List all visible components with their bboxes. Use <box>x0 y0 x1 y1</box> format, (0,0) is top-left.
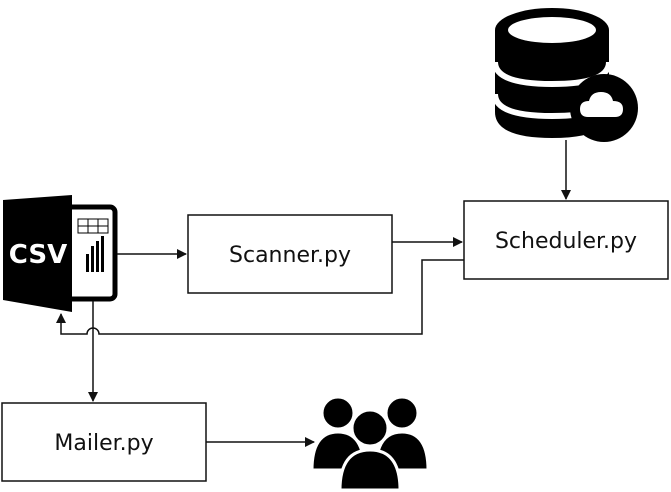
mailer-label: Mailer.py <box>54 431 153 456</box>
bar-chart-icon <box>86 236 104 272</box>
spreadsheet-icon <box>77 218 109 234</box>
scheduler-node[interactable]: Scheduler.py <box>463 200 669 280</box>
mailer-node[interactable]: Mailer.py <box>1 402 207 482</box>
csv-label: CSV <box>9 240 67 270</box>
scanner-node[interactable]: Scanner.py <box>187 214 393 294</box>
csv-file-icon[interactable]: CSV <box>3 195 118 312</box>
edge-scheduler-csv <box>56 259 464 335</box>
scheduler-label: Scheduler.py <box>495 229 637 254</box>
scanner-label: Scanner.py <box>229 243 351 268</box>
users-group-icon <box>310 395 430 492</box>
database-cloud-icon <box>492 8 638 142</box>
